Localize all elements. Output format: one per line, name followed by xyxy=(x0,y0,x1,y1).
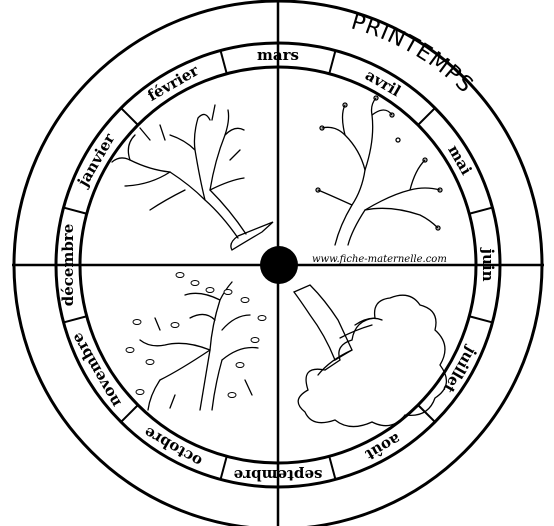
month-separator xyxy=(121,405,138,422)
center-hub[interactable] xyxy=(260,246,298,284)
month-label-6: septembre xyxy=(234,466,323,484)
month-label-9: décembre xyxy=(59,224,77,307)
autumn-tree-illustration xyxy=(126,273,266,411)
month-label-2: mai xyxy=(444,142,475,178)
spring-tree-illustration xyxy=(316,96,442,245)
month-separator xyxy=(221,456,227,479)
month-separator xyxy=(418,108,435,125)
month-label-3: juin xyxy=(479,247,497,282)
month-separator xyxy=(64,208,87,214)
month-separator xyxy=(121,108,138,125)
month-separator xyxy=(469,208,492,214)
month-separator xyxy=(64,316,87,322)
month-separator xyxy=(221,51,227,74)
month-separator xyxy=(329,51,335,74)
month-separator xyxy=(329,456,335,479)
website-credit: www.fiche-maternelle.com xyxy=(312,254,447,265)
season-title: PRINTEMPS xyxy=(348,10,478,99)
month-label-0: mars xyxy=(257,46,299,64)
month-separator xyxy=(469,316,492,322)
summer-tree-illustration xyxy=(294,285,446,427)
